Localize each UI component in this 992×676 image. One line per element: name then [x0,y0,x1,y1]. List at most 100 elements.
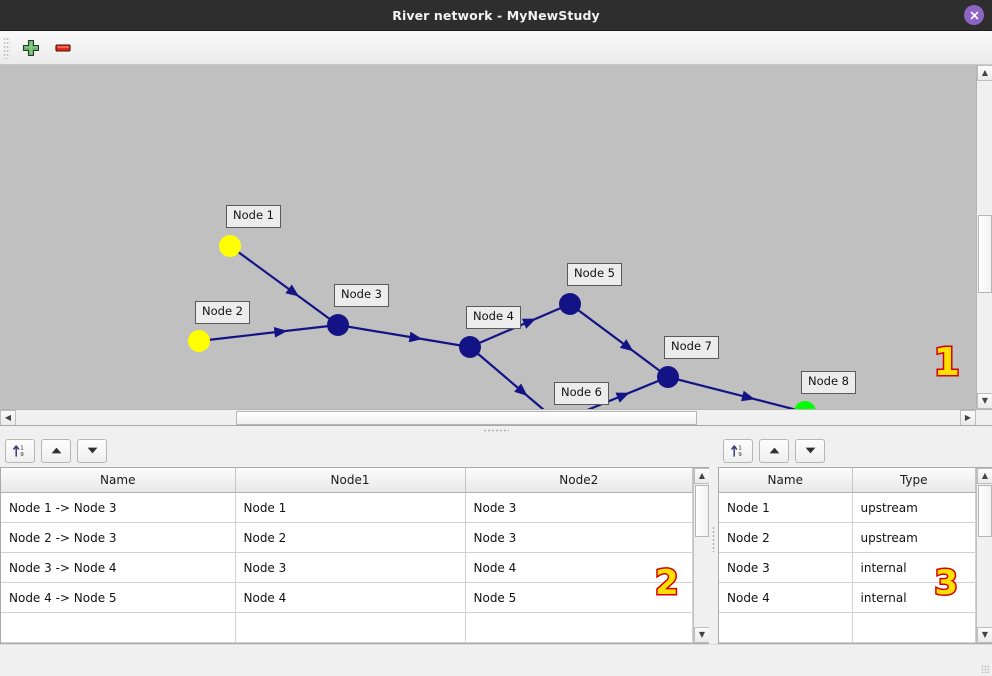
table-cell[interactable]: Node 3 [235,552,466,583]
graph-edge-arrow [521,318,537,329]
table-cell[interactable]: Node 4 [235,582,466,613]
graph-edge-arrow [741,390,755,402]
table-cell[interactable]: Node 2 -> Node 3 [1,522,236,553]
scroll-up-button[interactable]: ▲ [977,65,992,81]
river-network-canvas-area[interactable]: Node 1 Node 2 Node 3 Node 4 Node 5 Node 6 Node… [0,65,992,426]
river-network-graph[interactable] [0,65,966,426]
graph-node-label[interactable]: Node 6 [554,382,609,405]
table-cell[interactable]: Node 4 [719,582,853,613]
graph-node-label[interactable]: Node 8 [801,371,856,394]
nodes-scroll-down-button[interactable]: ▼ [977,627,992,643]
nodes-move-up-button[interactable] [759,438,789,463]
nodes-scroll-thumb[interactable] [978,484,992,537]
table-cell[interactable]: Node 3 -> Node 4 [1,552,236,583]
table-cell[interactable]: Node 3 [465,522,693,553]
nodes-table-vertical-scrollbar[interactable]: ▲ ▼ [976,467,992,643]
sort-icon: 1 9 [731,445,742,458]
resize-grip-icon[interactable] [981,665,989,673]
graph-node-label[interactable]: Node 2 [195,301,250,324]
table-cell[interactable]: Node 1 [719,492,853,523]
scroll-down-button[interactable]: ▼ [977,392,992,409]
delete-node-button[interactable] [50,35,76,61]
table-cell[interactable]: Node 3 [465,492,693,523]
graph-edge[interactable] [237,251,331,320]
table-cell[interactable]: Node 3 [719,552,853,583]
links-move-down-button[interactable] [77,438,107,463]
table-row-empty[interactable] [719,612,976,643]
links-scroll-up-button[interactable]: ▲ [694,467,709,484]
graph-vertical-scrollbar[interactable]: ▲ ▼ [976,65,992,425]
column-header-name[interactable]: Name [1,467,236,493]
graph-svg[interactable] [0,65,966,426]
graph-node[interactable] [459,336,481,358]
table-cell[interactable]: upstream [852,522,976,553]
horizontal-splitter[interactable] [0,425,992,435]
graph-node[interactable] [327,314,349,336]
add-node-button[interactable] [18,35,44,61]
nodes-sort-button[interactable]: 1 9 [723,438,753,463]
graph-horizontal-scrollbar[interactable]: ◀ ▶ [0,408,992,425]
graph-edge[interactable] [476,352,552,417]
links-table-vertical-scrollbar[interactable]: ▲ ▼ [693,467,709,643]
graph-hscroll-thumb[interactable] [236,410,697,425]
graph-node-label[interactable]: Node 1 [226,205,281,228]
table-cell[interactable]: Node 5 [465,582,693,613]
column-header-name[interactable]: Name [719,467,853,493]
table-cell-empty [719,612,853,643]
nodes-scroll-up-button[interactable]: ▲ [977,467,992,484]
nodes-move-down-button[interactable] [795,438,825,463]
plus-icon [22,39,40,56]
graph-edge[interactable] [677,378,796,411]
graph-vscroll-thumb[interactable] [978,215,992,293]
graph-node-label[interactable]: Node 3 [334,284,389,307]
graph-node-label[interactable]: Node 7 [664,336,719,359]
table-row-empty[interactable] [1,612,693,643]
graph-node[interactable] [559,293,581,315]
graph-edge[interactable] [208,325,329,341]
table-cell[interactable]: Node 1 [235,492,466,523]
links-scroll-thumb[interactable] [695,484,709,537]
links-move-up-button[interactable] [41,438,71,463]
graph-edge[interactable] [577,309,661,372]
links-scroll-down-button[interactable]: ▼ [694,627,709,643]
column-header-type[interactable]: Type [852,467,976,493]
table-cell[interactable]: Node 4 -> Node 5 [1,582,236,613]
graph-edge[interactable] [347,325,461,347]
toolbar-drag-handle[interactable] [3,36,10,59]
table-cell[interactable]: Node 2 [719,522,853,553]
graph-node-label[interactable]: Node 4 [466,306,521,329]
links-panel-toolbar: 1 9 [0,434,709,467]
graph-node[interactable] [657,366,679,388]
table-cell[interactable]: Node 2 [235,522,466,553]
column-header-node2[interactable]: Node2 [465,467,693,493]
links-sort-button[interactable]: 1 9 [5,438,35,463]
table-cell[interactable]: Node 4 [465,552,693,583]
table-cell[interactable]: upstream [852,492,976,523]
close-icon[interactable] [964,5,984,25]
graph-node[interactable] [188,330,210,352]
scroll-left-button[interactable]: ◀ [0,409,16,425]
table-cell[interactable]: Node 1 -> Node 3 [1,492,236,523]
vertical-splitter[interactable] [709,434,718,644]
sort-icon: 1 9 [13,445,24,458]
scroll-right-button[interactable]: ▶ [960,409,976,425]
column-header-node1[interactable]: Node1 [235,467,466,493]
graph-node[interactable] [219,235,241,257]
table-cell[interactable]: internal [852,582,976,613]
graph-node-label[interactable]: Node 5 [567,263,622,286]
table-cell[interactable]: internal [852,552,976,583]
